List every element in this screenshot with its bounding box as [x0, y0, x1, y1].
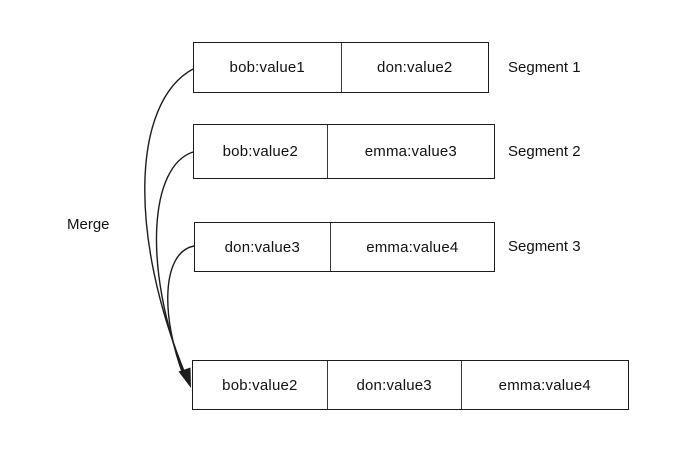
- segment-3-box: don:value3 emma:value4: [194, 222, 495, 272]
- segment-1-cell-1: bob:value1: [229, 59, 305, 76]
- merged-cell-1: bob:value2: [222, 376, 298, 394]
- merged-cell-3: emma:value4: [460, 361, 628, 409]
- merge-arrow-from-segment-2: [155, 151, 194, 378]
- segment-1-label: Segment 1: [508, 59, 581, 76]
- merge-label: Merge: [67, 216, 110, 233]
- merge-arrow-from-segment-1: [144, 68, 194, 377]
- segment-2-cell-2: emma:value3: [326, 125, 494, 178]
- merged-cell-2: don:value3: [326, 361, 461, 409]
- segment-2-box: bob:value2 emma:value3: [193, 124, 495, 179]
- merge-arrow-from-segment-3: [167, 245, 195, 378]
- segment-3-cell-2: emma:value4: [329, 223, 494, 271]
- merged-segment-box: bob:value2 don:value3 emma:value4: [192, 360, 629, 410]
- segment-3-cell-1: don:value3: [224, 238, 301, 256]
- segment-2-cell-1: bob:value2: [222, 143, 299, 160]
- segment-1-cell-2: don:value2: [340, 43, 489, 92]
- segment-2-label: Segment 2: [508, 143, 581, 160]
- merge-arrowhead-icon: [178, 367, 191, 388]
- segment-1-box: bob:value1 don:value2: [193, 42, 489, 93]
- segment-3-label: Segment 3: [508, 238, 581, 255]
